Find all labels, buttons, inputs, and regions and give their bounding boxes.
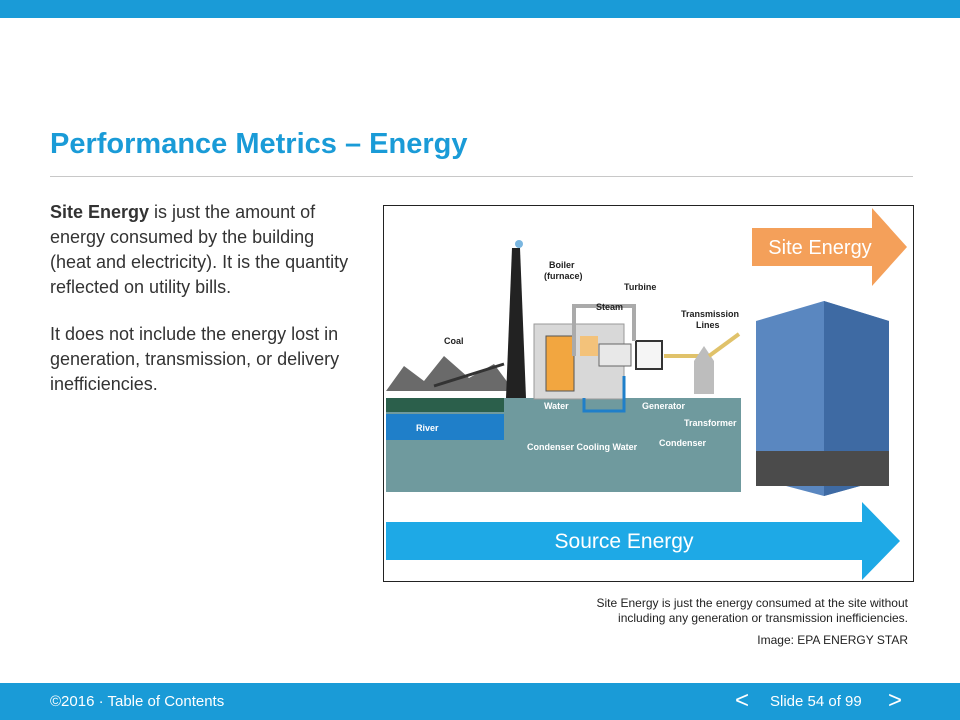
figure-caption: Site Energy is just the energy consumed … <box>488 596 908 626</box>
smokestack <box>506 248 526 398</box>
site-energy-label: Site Energy <box>768 237 871 259</box>
label-transmission: Transmission <box>681 309 739 319</box>
paragraph-site-energy: Site Energy is just the amount of energy… <box>50 200 360 300</box>
transmission-line <box>707 332 741 358</box>
transformer <box>694 346 714 394</box>
site-energy-definition: is just the amount of energy consumed by… <box>50 202 349 297</box>
caption-line-2: including any generation or transmission… <box>618 611 908 625</box>
water-pipe <box>582 376 626 413</box>
riverbank <box>386 398 504 412</box>
top-accent-bar <box>0 0 960 18</box>
footer-bar: ©2016 · Table of Contents < Slide 54 of … <box>0 683 960 720</box>
previous-slide-button[interactable]: < <box>735 687 750 714</box>
river-water <box>386 414 504 440</box>
label-generator: Generator <box>642 401 686 411</box>
source-energy-label: Source Energy <box>555 530 694 553</box>
power-plant-illustration: Coal Boiler (furnace) Steam Turbine Tran… <box>386 208 907 580</box>
slide-number: Slide 54 of 99 <box>770 693 862 710</box>
label-turbine: Turbine <box>624 282 656 292</box>
label-condenser: Condenser <box>659 438 707 448</box>
source-energy-arrow <box>386 502 900 580</box>
coal-conveyor <box>433 362 505 388</box>
smoke <box>515 240 523 248</box>
site-energy-term: Site Energy <box>50 202 150 222</box>
label-condenser-cooling-water: Condenser Cooling Water <box>527 442 638 452</box>
label-coal: Coal <box>444 336 464 346</box>
boiler <box>545 335 575 392</box>
label-transformer: Transformer <box>684 418 737 428</box>
turbine <box>598 343 632 367</box>
slide-title: Performance Metrics – Energy <box>50 128 468 160</box>
table-of-contents-link[interactable]: Table of Contents <box>107 693 225 710</box>
label-furnace: (furnace) <box>544 271 583 281</box>
mountains <box>386 356 514 391</box>
caption-line-1: Site Energy is just the energy consumed … <box>596 596 908 610</box>
title-divider <box>50 176 913 177</box>
building-base <box>756 451 889 486</box>
label-river: River <box>416 423 439 433</box>
furnace <box>580 336 598 356</box>
label-boiler: Boiler <box>549 260 575 270</box>
label-steam: Steam <box>596 302 623 312</box>
steam-pipe <box>572 304 636 356</box>
generator <box>635 340 663 370</box>
ground-block <box>386 398 741 492</box>
image-credit: Image: EPA ENERGY STAR <box>757 633 908 647</box>
paragraph-exclusions: It does not include the energy lost in g… <box>50 324 340 394</box>
slide-body: Site Energy is just the amount of energy… <box>50 200 360 419</box>
label-water: Water <box>544 401 569 411</box>
site-energy-arrow <box>752 208 907 286</box>
energy-diagram: Coal Boiler (furnace) Steam Turbine Tran… <box>383 205 914 582</box>
next-slide-button[interactable]: > <box>888 687 903 714</box>
label-lines: Lines <box>696 320 720 330</box>
copyright: ©2016 · <box>50 693 108 710</box>
footer-left: ©2016 · Table of Contents <box>50 693 224 710</box>
